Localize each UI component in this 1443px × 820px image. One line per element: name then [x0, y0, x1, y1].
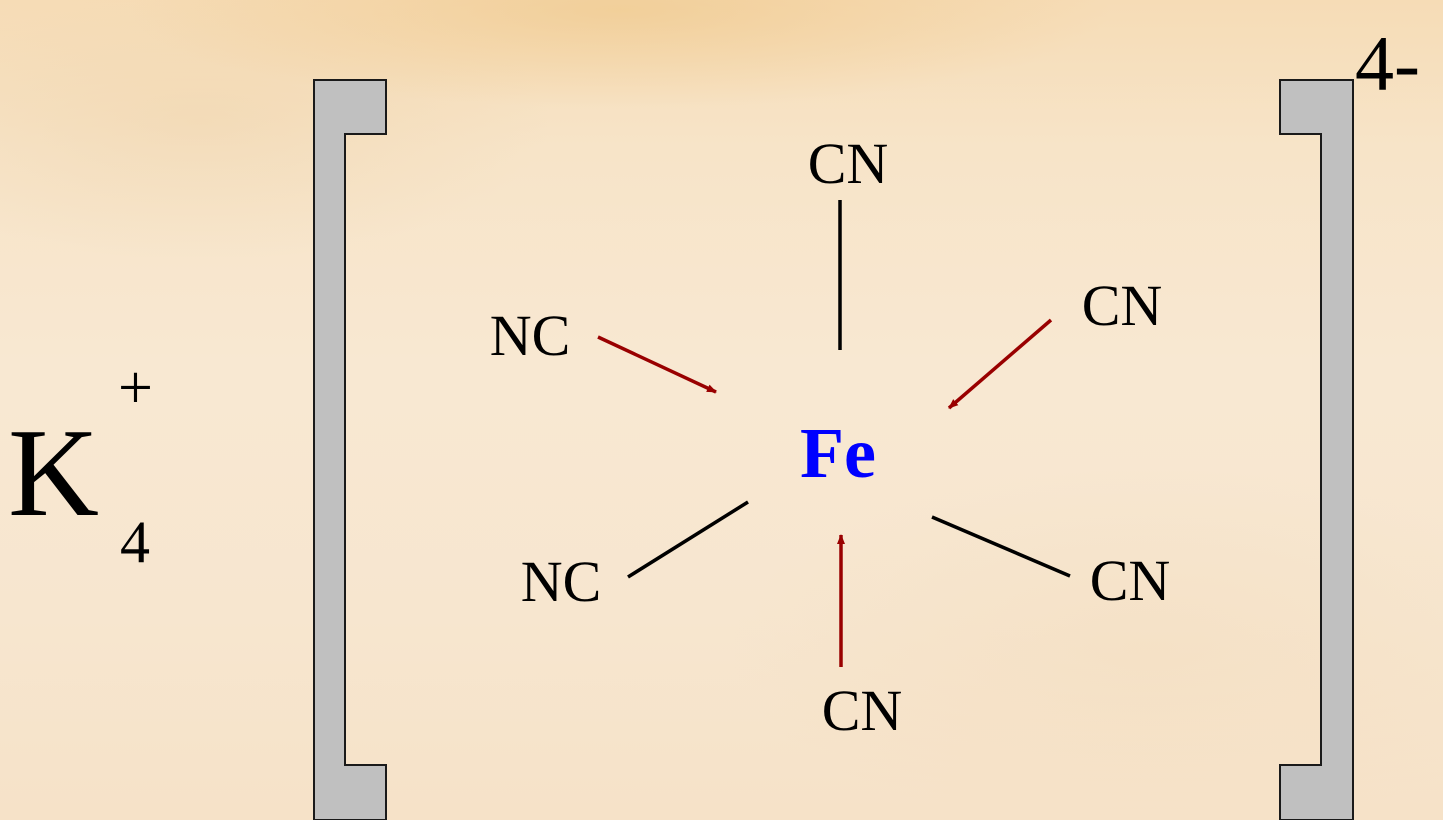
- complex-charge: 4-: [1355, 20, 1420, 107]
- cation-symbol: K: [8, 404, 99, 543]
- potassium-cation: K + 4: [8, 354, 153, 575]
- bond-lower-left: [627, 500, 749, 579]
- ligand-bottom: CN: [822, 678, 903, 743]
- bond-lower-right: [931, 515, 1071, 578]
- ligand-upper-right: CN: [1082, 273, 1163, 338]
- ligand-upper-left: NC: [490, 303, 571, 368]
- coordinate-arrow-upper-right: [947, 318, 1053, 410]
- cation-charge: +: [118, 354, 153, 422]
- right-bracket: [1279, 79, 1354, 820]
- ligand-top: CN: [808, 131, 889, 196]
- coordinate-arrow-upper-left: [597, 335, 717, 394]
- central-metal-fe: Fe: [800, 413, 876, 493]
- cation-subscript: 4: [120, 509, 150, 575]
- ligand-lower-right: CN: [1090, 548, 1171, 613]
- ligand-lower-left: NC: [521, 549, 602, 614]
- left-bracket: [313, 79, 387, 820]
